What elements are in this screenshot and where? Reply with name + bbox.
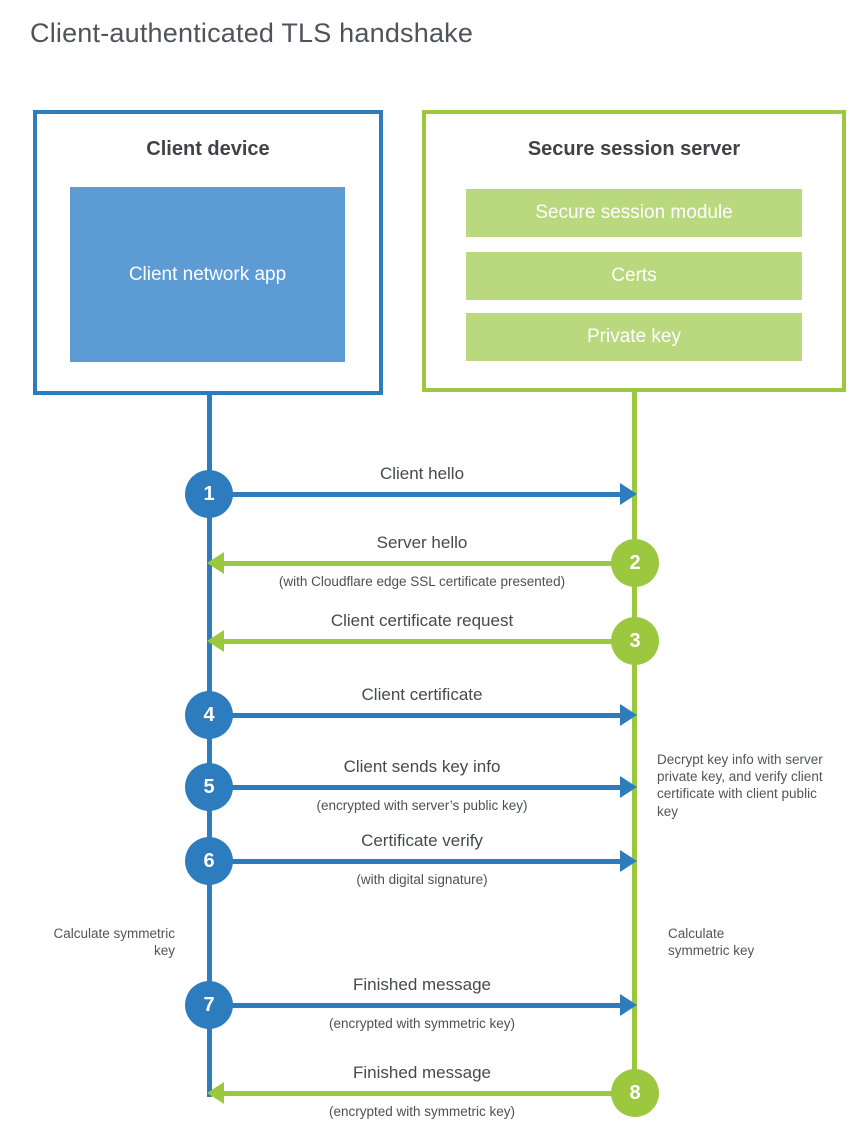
arrow-right-icon [620, 483, 637, 505]
client-device-box: Client device Client network app [33, 110, 383, 395]
step-number-badge: 5 [185, 763, 233, 811]
message-label: Server hello [376, 533, 468, 552]
client-device-heading: Client device [146, 138, 270, 160]
message-label: Client certificate request [330, 611, 514, 630]
arrow-left-icon [207, 552, 224, 574]
step-number-badge: 1 [185, 470, 233, 518]
arrow-left-icon [207, 1082, 224, 1104]
server-module-secure-session: Secure session module [466, 189, 802, 237]
arrow-line [207, 785, 628, 790]
client-network-app-label: Client network app [128, 263, 287, 285]
step-number-badge: 2 [611, 539, 659, 587]
message-label: Client certificate [361, 685, 483, 704]
client-network-app-box: Client network app [70, 187, 345, 362]
server-decrypt-note: Decrypt key info with server private key… [657, 752, 823, 819]
message-label: Finished message [353, 1063, 491, 1082]
arrow-line [207, 492, 628, 497]
message-sublabel: (with digital signature) [356, 872, 488, 887]
arrow-right-icon [620, 850, 637, 872]
message-sublabel: (with Cloudflare edge SSL certificate pr… [278, 574, 566, 589]
secure-session-server-box: Secure session server Secure session mod… [422, 110, 846, 392]
client-lifeline [207, 394, 212, 1097]
arrow-left-icon [207, 630, 224, 652]
step-number-badge: 3 [611, 617, 659, 665]
step-number-badge: 7 [185, 981, 233, 1029]
step-number-badge: 8 [611, 1069, 659, 1117]
client-calculate-symmetric-key-note: Calculate symmetric key [53, 926, 175, 959]
arrow-line [221, 1091, 637, 1096]
message-sublabel: (encrypted with symmetric key) [328, 1104, 516, 1119]
step-number-badge: 6 [185, 837, 233, 885]
message-label: Finished message [353, 975, 491, 994]
arrow-right-icon [620, 776, 637, 798]
server-module-private-key: Private key [466, 313, 802, 361]
step-number-badge: 4 [185, 691, 233, 739]
server-calculate-symmetric-key-note: Calculate symmetric key [668, 926, 755, 959]
arrow-right-icon [620, 994, 637, 1016]
arrow-line [221, 639, 637, 644]
message-sublabel: (encrypted with server’s public key) [316, 798, 528, 813]
arrow-line [207, 1003, 628, 1008]
server-module-certs: Certs [466, 252, 802, 300]
page-title: Client-authenticated TLS handshake [30, 18, 474, 48]
message-label: Client sends key info [343, 757, 501, 776]
arrow-line [207, 713, 628, 718]
arrow-line [207, 859, 628, 864]
message-label: Client hello [379, 464, 465, 483]
arrow-right-icon [620, 704, 637, 726]
secure-session-server-heading: Secure session server [527, 138, 741, 160]
message-sublabel: (encrypted with symmetric key) [328, 1016, 516, 1031]
server-lifeline [632, 391, 637, 1093]
arrow-line [221, 561, 637, 566]
message-label: Certificate verify [361, 831, 483, 850]
